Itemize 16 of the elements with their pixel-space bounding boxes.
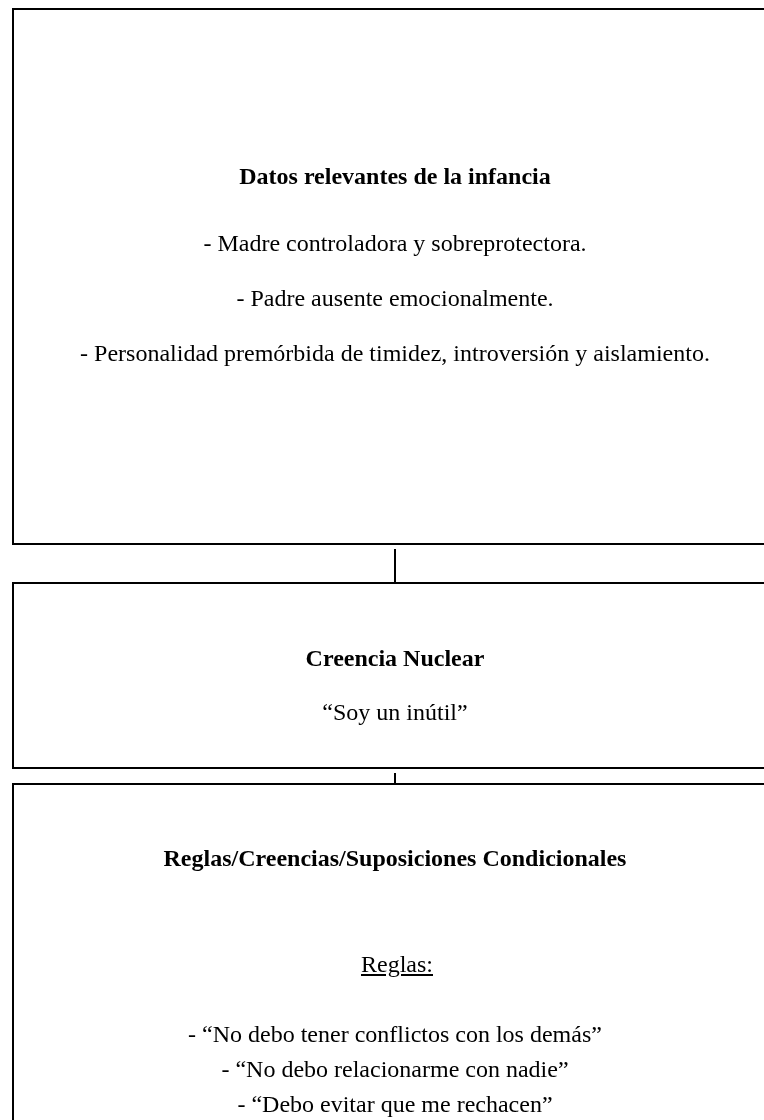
text-box bbox=[12, 8, 764, 545]
connector-line bbox=[394, 548, 396, 583]
box-heading: Creencia Nuclear bbox=[304, 644, 486, 673]
box-text: - “No debo relacionarme con nadie” bbox=[220, 1055, 570, 1084]
box-text: - Padre ausente emocionalmente. bbox=[235, 284, 555, 313]
connector-line bbox=[394, 772, 396, 784]
box-heading: Datos relevantes de la infancia bbox=[238, 162, 552, 191]
box-text: - Madre controladora y sobreprotectora. bbox=[202, 229, 588, 258]
text-box bbox=[12, 783, 764, 1120]
box-text: - “No debo tener conflictos con los demás” bbox=[187, 1020, 603, 1049]
box-text: “Soy un inútil” bbox=[321, 698, 469, 727]
box-text: - “Debo evitar que me rechacen” bbox=[236, 1090, 554, 1119]
box-text: - Personalidad premórbida de timidez, introversión y aislamiento. bbox=[79, 339, 711, 368]
box-heading: Reglas/Creencias/Suposiciones Condicionales bbox=[162, 844, 628, 873]
text-box bbox=[12, 582, 764, 769]
box-text: Reglas: bbox=[361, 950, 433, 979]
